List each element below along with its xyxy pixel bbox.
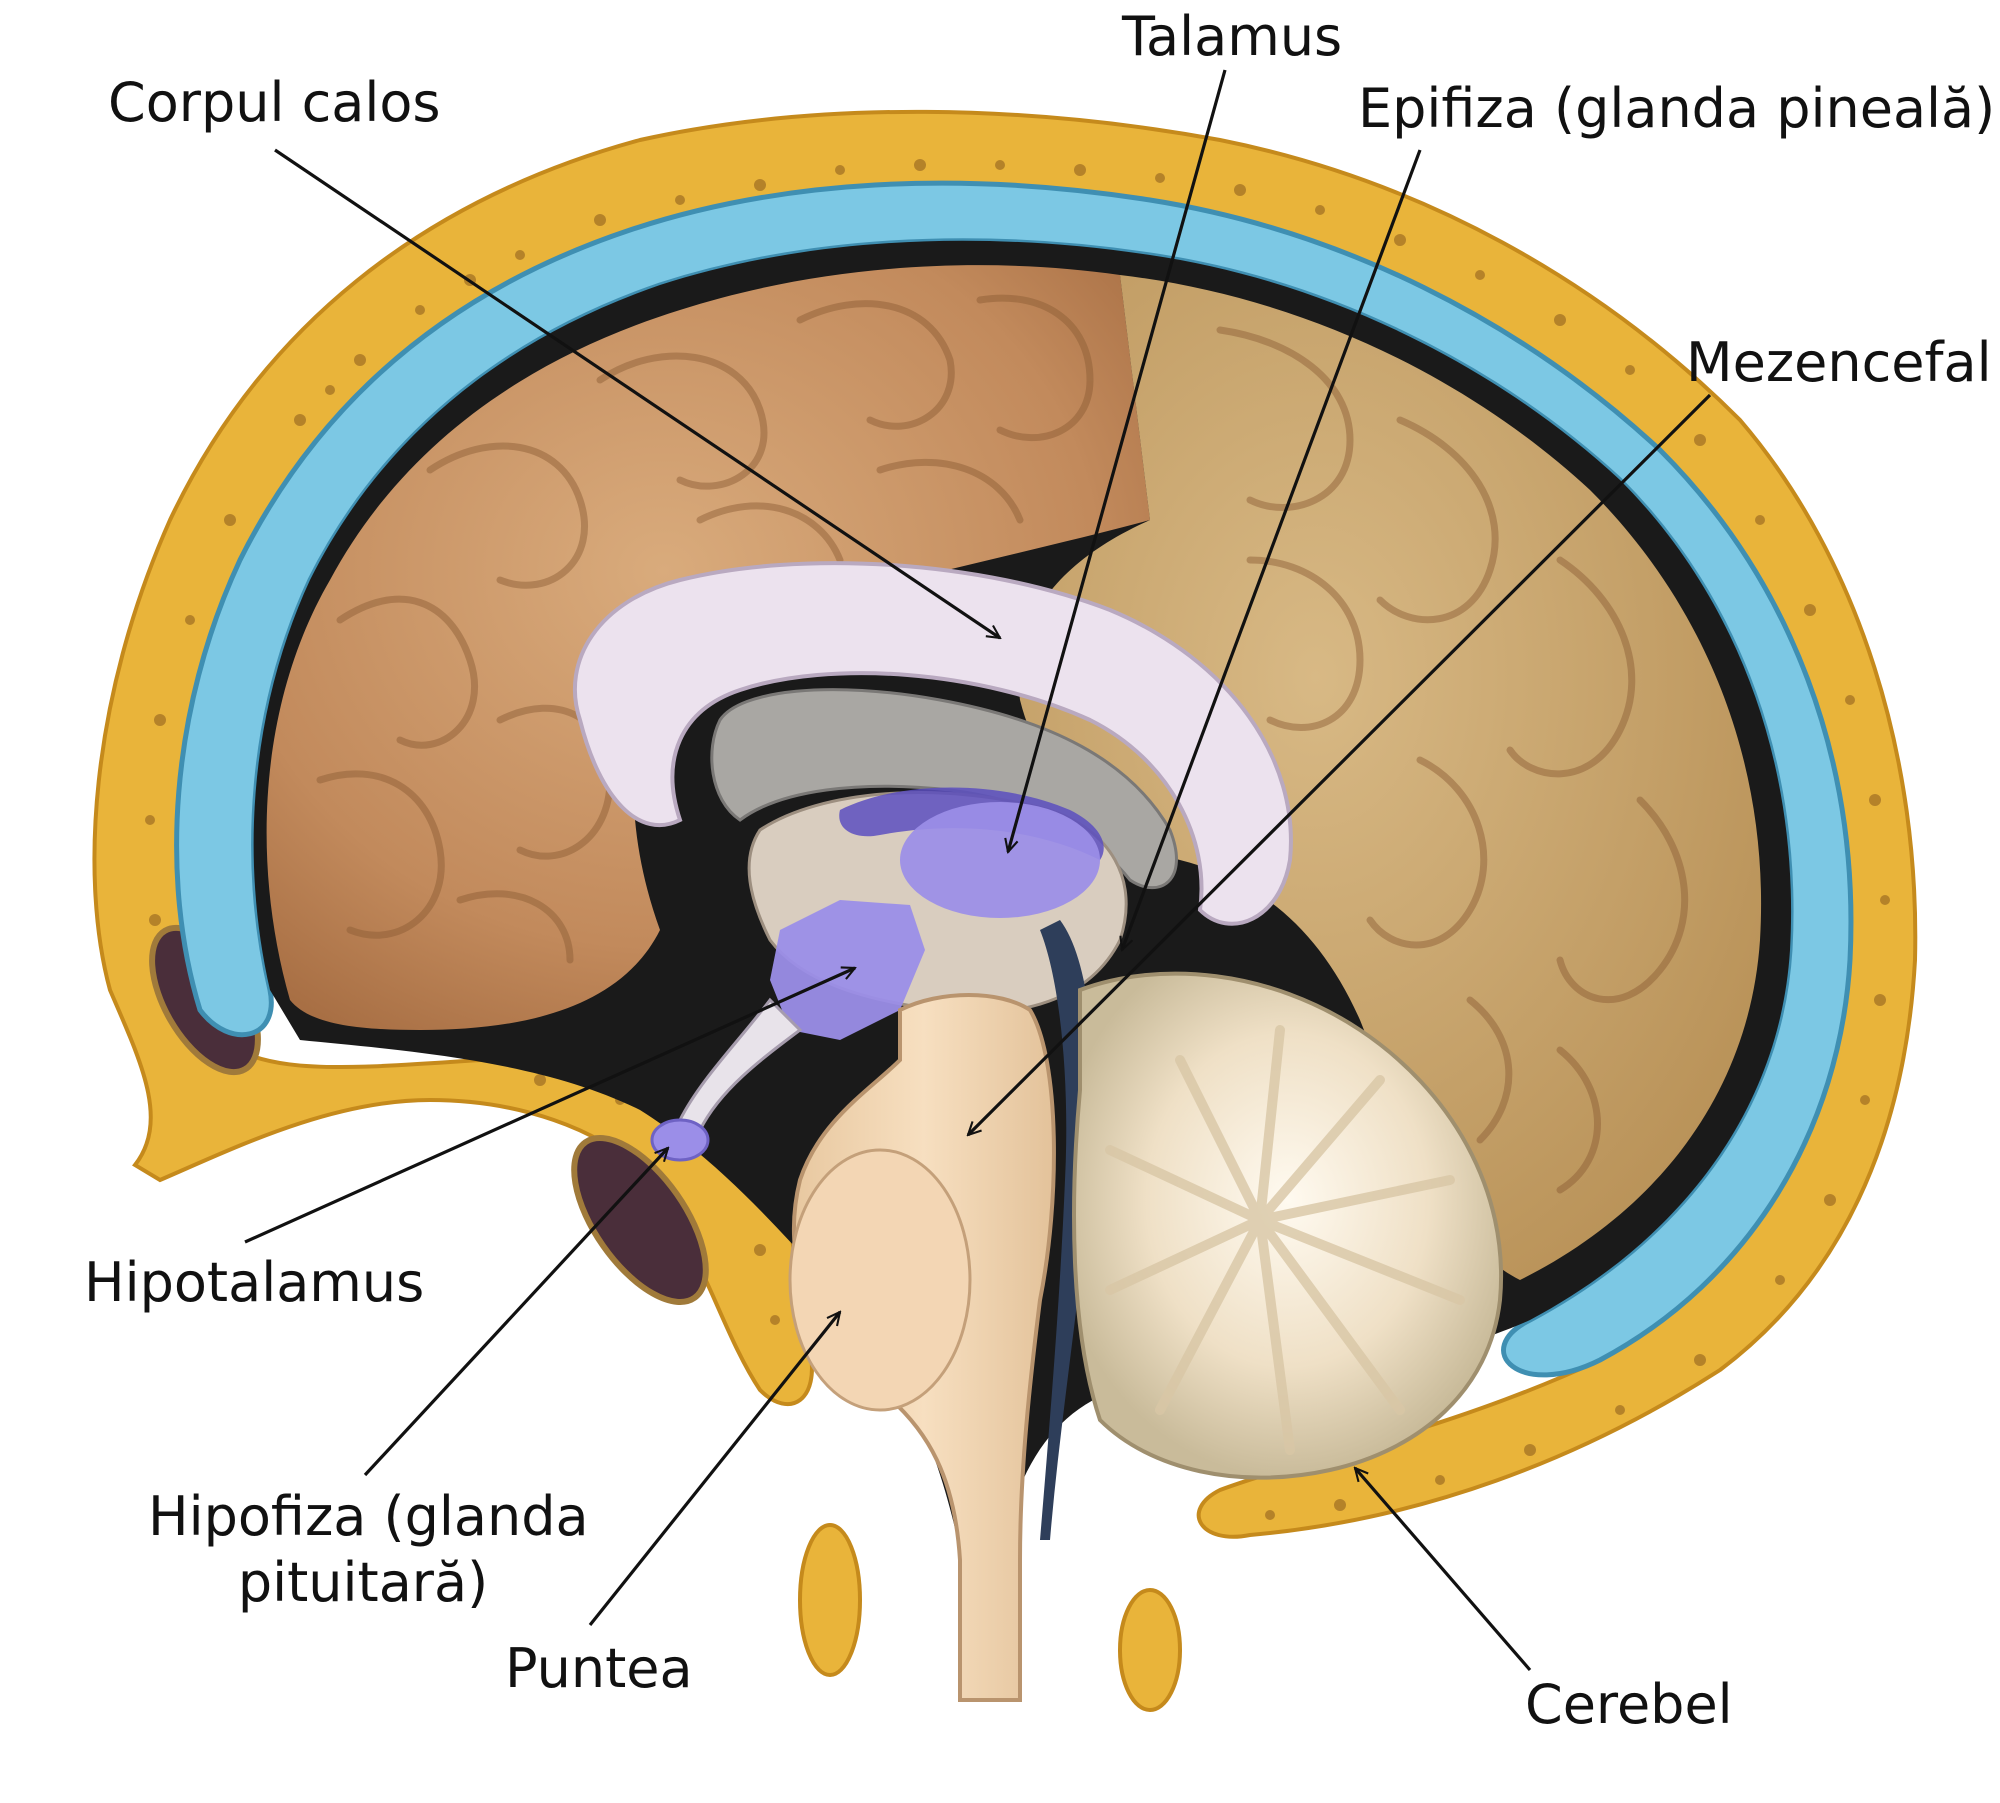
leader-corpul-calos (274, 148, 1000, 640)
arbor-vitae (1105, 1025, 1465, 1455)
leader-hipofiza (363, 1148, 668, 1477)
label-talamus: Talamus (1122, 5, 1343, 68)
label-puntea: Puntea (505, 1637, 693, 1700)
thalamus-shape (900, 802, 1100, 918)
sphenoid-sinus (571, 1135, 709, 1305)
corpus-callosum-shape (573, 561, 1293, 926)
leader-epifiza (1122, 149, 1422, 950)
vertebra-left (798, 1523, 862, 1677)
label-mezencefal: Mezencefal (1686, 331, 1992, 394)
label-hipotalamus: Hipotalamus (84, 1251, 425, 1314)
label-corpul-calos: Corpul calos (108, 71, 441, 134)
label-epifiza: Epifiza (glanda pineală) (1358, 77, 1996, 140)
label-hipofiza-line2: pituitară) (237, 1550, 489, 1614)
label-cerebel: Cerebel (1525, 1673, 1733, 1736)
label-hipofiza: Hipofiza (glanda pituitară) (148, 1484, 589, 1616)
leader-hipotalamus (244, 968, 855, 1244)
leader-puntea (588, 1312, 840, 1626)
gyri-texture (316, 294, 1689, 1194)
leader-lines (244, 69, 1712, 1672)
vertebra-right (1118, 1588, 1182, 1712)
leader-talamus (1008, 69, 1227, 852)
leader-cerebel (1355, 1468, 1532, 1672)
cerebrum-frontal (266, 265, 1151, 1031)
cerebrum-occipital (1018, 275, 1762, 1280)
pons-shape (788, 1148, 972, 1412)
leader-mezencefal (968, 393, 1712, 1135)
label-hipofiza-line1: Hipofiza (glanda (148, 1485, 589, 1548)
